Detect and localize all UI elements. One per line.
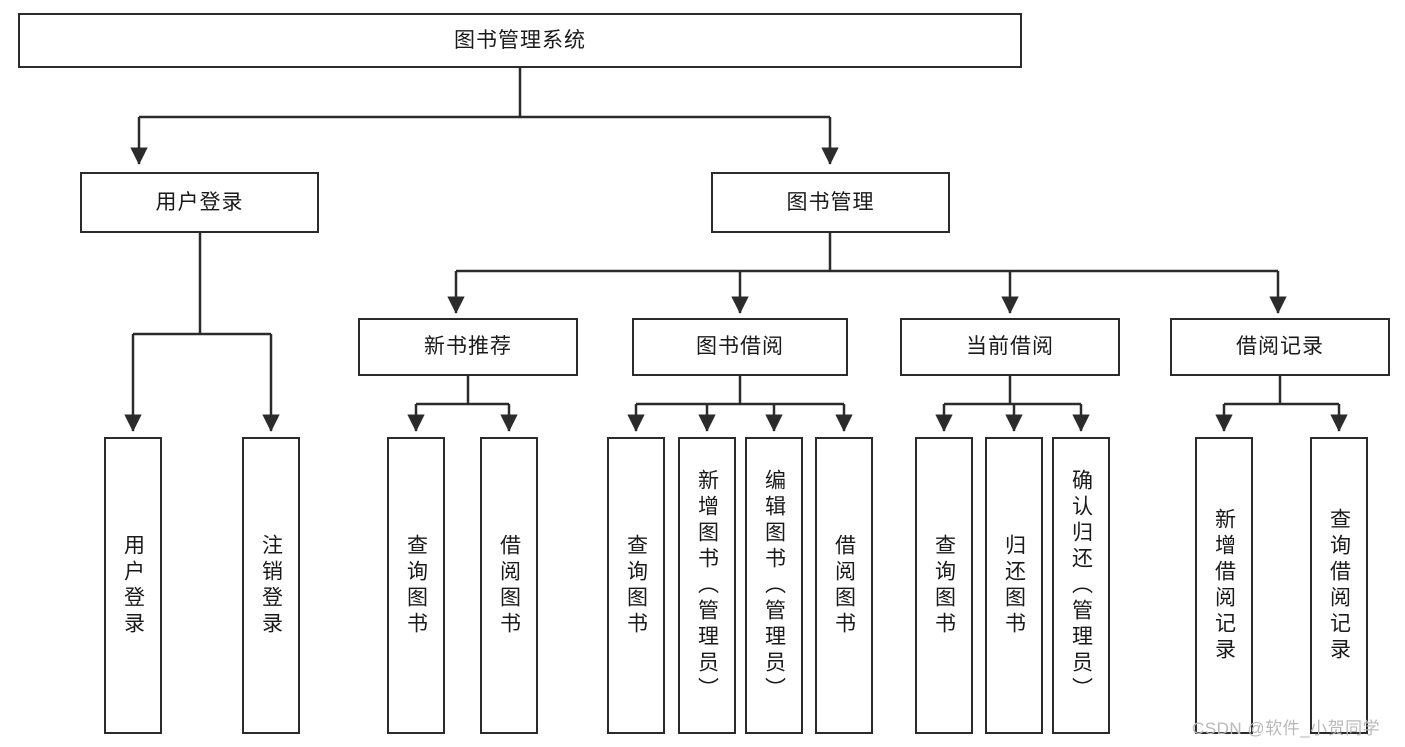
leaf-logout-label: 注销登录 (259, 533, 283, 638)
node-current-borrowing[interactable]: 当前借阅 (900, 318, 1120, 376)
leaf-query-borrow-record[interactable]: 查询借阅记录 (1310, 437, 1368, 734)
leaf-query-book-bb-label: 查询图书 (624, 533, 648, 638)
leaf-query-book-nb[interactable]: 查询图书 (387, 437, 445, 734)
leaf-borrow-book-bb-label: 借阅图书 (832, 533, 856, 638)
leaf-query-borrow-record-label: 查询借阅记录 (1327, 507, 1351, 664)
node-user-login-label: 用户登录 (155, 190, 244, 214)
watermark: CSDN @软件_小贺同学 (1192, 719, 1381, 738)
leaf-borrow-book-nb[interactable]: 借阅图书 (480, 437, 538, 734)
node-user-login[interactable]: 用户登录 (80, 172, 319, 233)
node-new-book-recommendation-label: 新书推荐 (424, 335, 512, 359)
leaf-confirm-return-admin[interactable]: 确认归还（管理员） (1052, 437, 1110, 734)
node-book-management-label: 图书管理 (786, 190, 875, 214)
leaf-add-borrow-record-label: 新增借阅记录 (1212, 507, 1236, 664)
node-root[interactable]: 图书管理系统 (18, 13, 1022, 68)
leaf-add-book-admin[interactable]: 新增图书（管理员） (678, 437, 736, 734)
leaf-edit-book-admin[interactable]: 编辑图书（管理员） (745, 437, 803, 734)
node-root-label: 图书管理系统 (454, 28, 586, 52)
leaf-user-login-label: 用户登录 (121, 533, 145, 638)
node-current-borrowing-label: 当前借阅 (966, 335, 1054, 359)
leaf-add-book-admin-label: 新增图书（管理员） (695, 468, 719, 703)
leaf-logout[interactable]: 注销登录 (242, 437, 300, 734)
node-book-management[interactable]: 图书管理 (711, 172, 950, 233)
leaf-query-book-bb[interactable]: 查询图书 (607, 437, 665, 734)
node-borrow-records[interactable]: 借阅记录 (1170, 318, 1390, 376)
leaf-borrow-book-nb-label: 借阅图书 (497, 533, 521, 638)
leaf-add-borrow-record[interactable]: 新增借阅记录 (1195, 437, 1253, 734)
leaf-query-book-nb-label: 查询图书 (404, 533, 428, 638)
node-borrow-records-label: 借阅记录 (1236, 335, 1324, 359)
node-new-book-recommendation[interactable]: 新书推荐 (358, 318, 578, 376)
leaf-query-book-cb-label: 查询图书 (932, 533, 956, 638)
leaf-user-login[interactable]: 用户登录 (104, 437, 162, 734)
leaf-return-book-label: 归还图书 (1002, 533, 1026, 638)
leaf-edit-book-admin-label: 编辑图书（管理员） (762, 468, 786, 703)
node-book-borrowing[interactable]: 图书借阅 (632, 318, 848, 376)
node-book-borrowing-label: 图书借阅 (696, 335, 784, 359)
leaf-return-book[interactable]: 归还图书 (985, 437, 1043, 734)
leaf-query-book-cb[interactable]: 查询图书 (915, 437, 973, 734)
leaf-confirm-return-admin-label: 确认归还（管理员） (1069, 468, 1093, 703)
leaf-borrow-book-bb[interactable]: 借阅图书 (815, 437, 873, 734)
